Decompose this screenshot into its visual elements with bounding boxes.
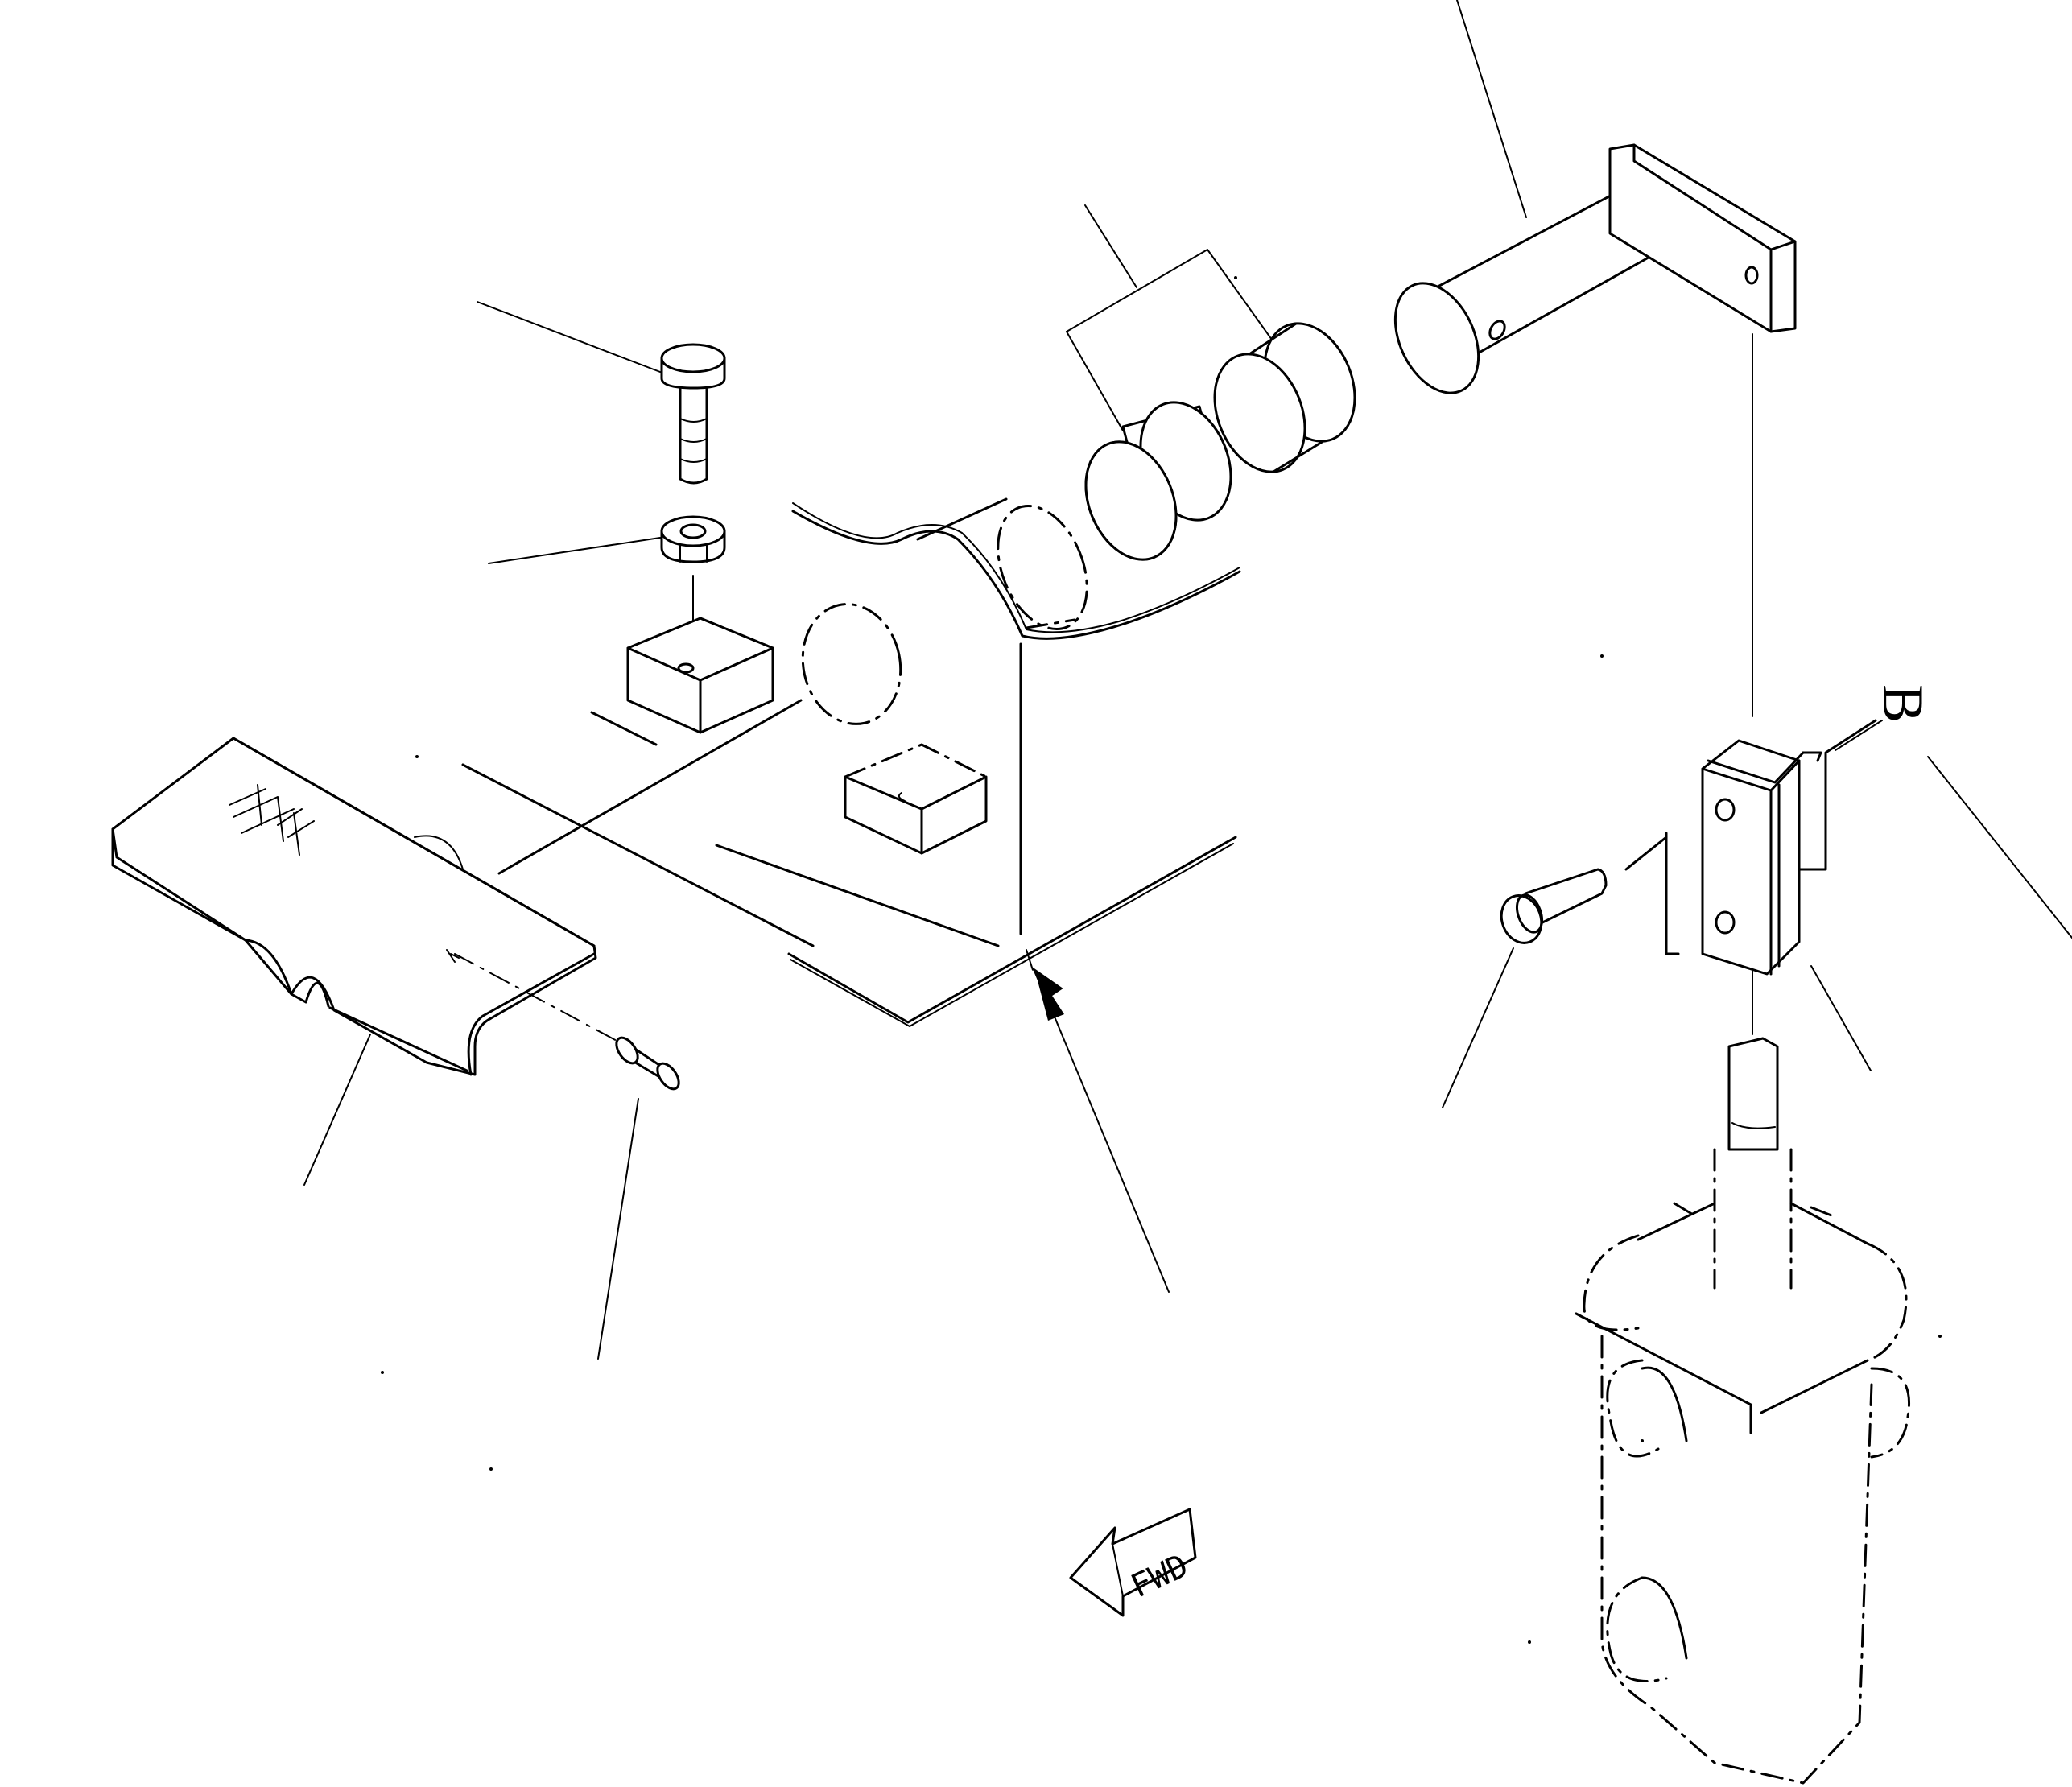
clevis-leader-line <box>1810 965 1872 1071</box>
pin-leader-line <box>1456 0 1527 218</box>
bushing-1 <box>1084 401 1232 561</box>
dowel-pin-leader <box>597 1098 639 1360</box>
washer-part <box>660 515 726 563</box>
bushing-2 <box>1213 322 1356 473</box>
frame-pointer-arrow <box>1026 949 1170 1293</box>
reference-letter: B <box>1871 684 1935 723</box>
reference-callout: B <box>1871 684 2072 939</box>
frame-boss <box>916 497 1088 631</box>
guard-plate <box>111 737 597 1076</box>
clevis-pin <box>1500 868 1608 944</box>
clevis-outline <box>1624 719 1883 955</box>
scan-specks <box>381 276 1942 1644</box>
dowel-pin <box>454 953 680 1091</box>
pin-with-flange <box>1393 143 1797 394</box>
bushing-bracket-leader <box>1066 204 1273 431</box>
arrow-left-icon <box>1069 1508 1197 1617</box>
clevis-block <box>1701 739 1822 976</box>
mount-block-right <box>844 743 988 855</box>
washer-leader-line <box>488 537 661 564</box>
bolt-leader-line <box>477 301 661 373</box>
clevis-pin-leader <box>1442 947 1514 1108</box>
frame-plate <box>461 502 1241 1027</box>
guard-plate-leader <box>303 1034 371 1186</box>
cylinder-housing <box>1575 1037 1910 1785</box>
bolt-part <box>660 343 726 485</box>
fwd-marker: FWD <box>1069 1508 1197 1617</box>
mount-block-left <box>626 617 774 734</box>
